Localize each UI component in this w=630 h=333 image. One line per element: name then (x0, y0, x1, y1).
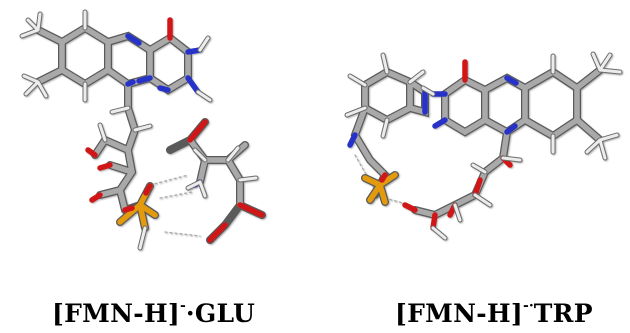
caption-left-partner: ·GLU (185, 299, 256, 328)
fmn-trp-structure (344, 51, 623, 241)
caption-right: [FMN-H]-·TRP (395, 298, 593, 328)
caption-right-charge: -· (523, 298, 534, 314)
fmn-glu-structure (19, 9, 266, 251)
caption-left-charge: - (180, 298, 186, 314)
caption-right-main: [FMN-H] (395, 299, 524, 328)
caption-left-main: [FMN-H] (52, 299, 181, 328)
molecule-right-panel (325, 0, 630, 290)
caption-right-partner: TRP (533, 299, 593, 328)
caption-left: [FMN-H]-·GLU (52, 298, 255, 328)
molecule-left-panel (0, 0, 300, 290)
